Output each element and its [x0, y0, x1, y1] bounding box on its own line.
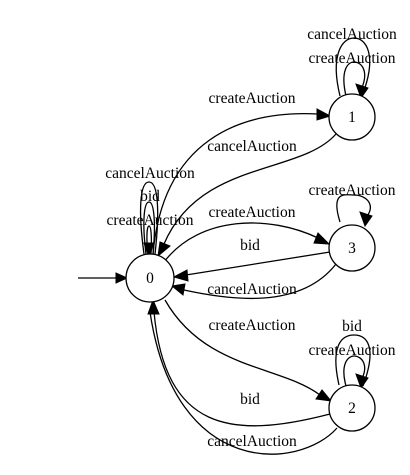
edge-0-1-create — [152, 108, 332, 255]
edge-label-2-2-bid: bid — [342, 318, 362, 335]
edge-label-1-1-cancel: cancelAuction — [307, 26, 397, 43]
edge-label-2-2-create: createAuction — [309, 342, 396, 359]
state-node-3[interactable]: 3 — [328, 224, 376, 272]
edge-2-0-bid — [147, 298, 331, 427]
edge-label-0-0-create: createAuction — [107, 212, 194, 229]
state-label-3: 3 — [348, 240, 356, 257]
edge-1-1-create — [343, 61, 369, 100]
edge-label-3-0-cancel: cancelAuction — [207, 281, 297, 298]
edge-label-3-3-create: createAuction — [309, 182, 396, 199]
edge-label-2-0-bid: bid — [240, 391, 260, 408]
edge-label-0-3-create: createAuction — [209, 204, 296, 221]
initial-arrow — [78, 272, 129, 284]
edge-2-0-cancel — [149, 311, 338, 455]
edge-2-2-bid — [335, 334, 371, 387]
edge-3-0-cancel — [170, 263, 337, 300]
edge-label-2-0-cancel: cancelAuction — [207, 433, 297, 450]
edge-2-2-create — [343, 355, 369, 390]
state-label-2: 2 — [348, 400, 356, 417]
edge-0-2-create — [164, 299, 333, 402]
edge-3-0-bid — [172, 251, 331, 282]
state-node-0[interactable]: 0 — [125, 253, 175, 303]
state-node-1[interactable]: 1 — [328, 93, 376, 141]
edge-1-1-cancel — [335, 37, 371, 97]
edge-label-0-0-cancel: cancelAuction — [105, 165, 195, 182]
state-label-0: 0 — [146, 270, 154, 287]
edge-label-0-0-bid: bid — [140, 188, 160, 205]
edge-label-0-1-create: createAuction — [209, 90, 296, 107]
edge-0-0-create — [143, 225, 155, 259]
state-label-1: 1 — [348, 109, 356, 126]
state-node-2[interactable]: 2 — [328, 384, 376, 432]
edge-0-0-cancel — [139, 181, 159, 255]
edge-3-3-create — [336, 194, 373, 228]
edge-0-3-create — [163, 222, 331, 263]
edge-label-0-2-create: createAuction — [209, 317, 296, 334]
edge-label-1-0-cancel: cancelAuction — [207, 138, 297, 155]
edge-0-0-bid — [143, 201, 156, 255]
edge-label-1-1-create: createAuction — [309, 50, 396, 67]
edge-1-0-cancel — [157, 133, 337, 258]
edge-label-3-0-bid: bid — [240, 237, 260, 254]
